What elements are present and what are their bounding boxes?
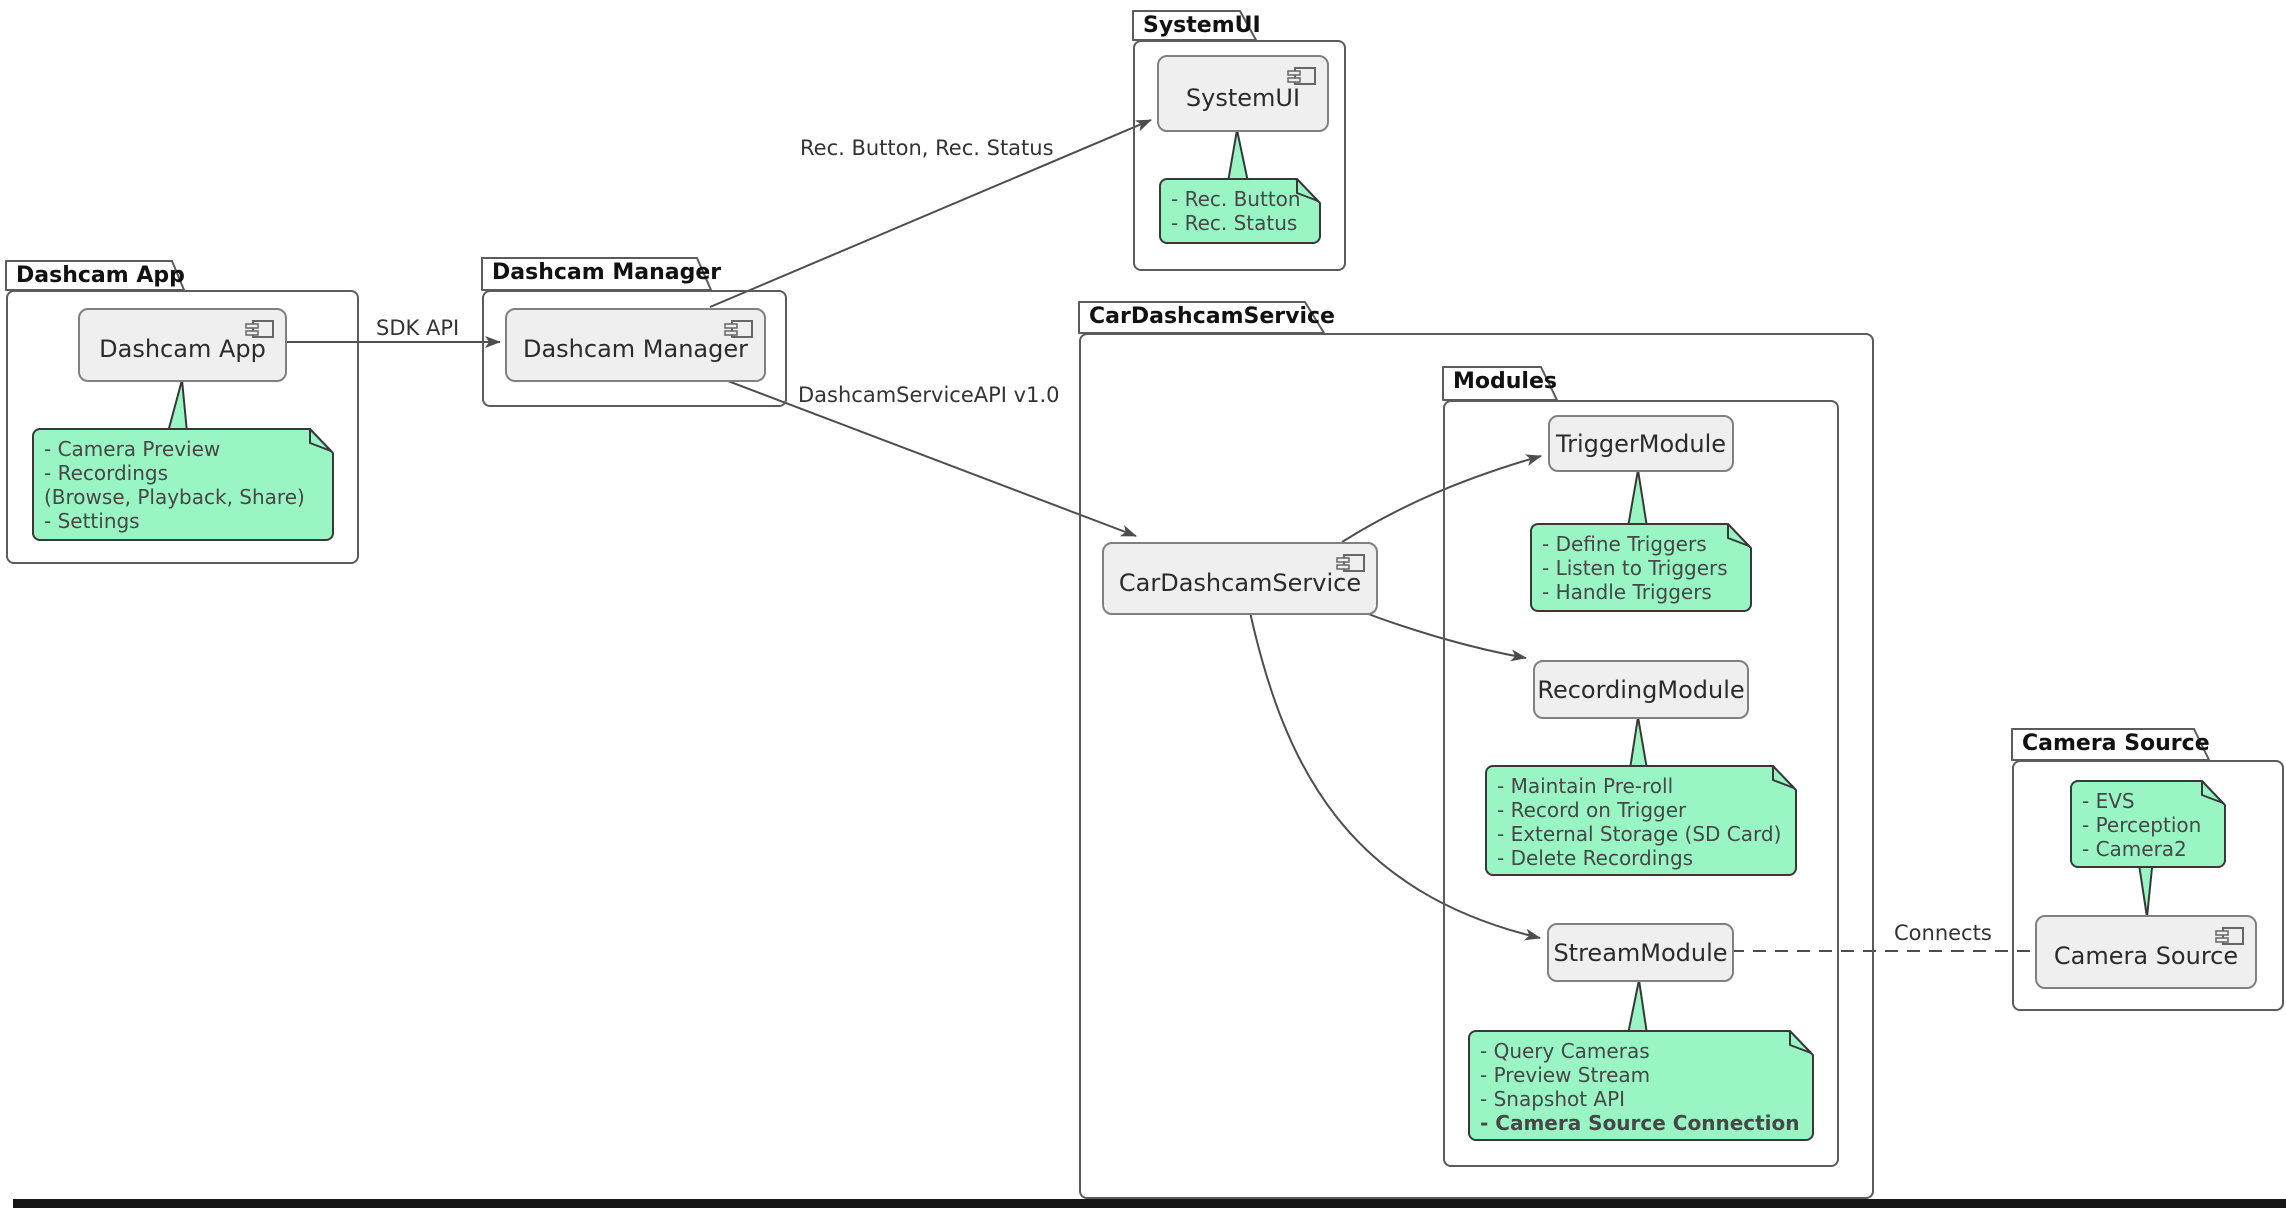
edge-label-connects: Connects xyxy=(1894,921,1992,945)
component-icon xyxy=(1287,66,1317,94)
component-label: RecordingModule xyxy=(1537,675,1745,704)
edge-service-to-trigger xyxy=(1341,454,1542,543)
component-icon xyxy=(1336,553,1366,581)
component-systemui: SystemUI xyxy=(1157,55,1329,132)
note-camera-source: - EVS - Perception - Camera2 xyxy=(2070,780,2226,868)
note-line: - Define Triggers xyxy=(1542,532,1707,556)
note-line: - Rec. Button xyxy=(1171,187,1301,211)
component-dashcam-manager: Dashcam Manager xyxy=(505,308,766,382)
note-line: - External Storage (SD Card) xyxy=(1497,822,1782,846)
edge-rec-button-status xyxy=(709,119,1152,308)
component-label: Camera Source xyxy=(2053,942,2239,970)
note-line: - Query Cameras xyxy=(1480,1039,1650,1063)
bottom-bar xyxy=(13,1199,2286,1208)
note-line: - Camera2 xyxy=(2082,837,2187,861)
note-line: - Record on Trigger xyxy=(1497,798,1687,822)
note-line: (Browse, Playback, Share) xyxy=(44,485,305,509)
package-title-dashcam-app: Dashcam App xyxy=(16,263,185,288)
note-line: - Handle Triggers xyxy=(1542,580,1712,604)
edge-label-rec-button-status: Rec. Button, Rec. Status xyxy=(800,136,1054,160)
component-icon xyxy=(245,319,275,347)
edge-label-dashcam-service-api: DashcamServiceAPI v1.0 xyxy=(798,383,1060,407)
package-title-camera-source: Camera Source xyxy=(2022,731,2210,756)
edge-service-to-recording xyxy=(1362,611,1527,662)
note-line: - Snapshot API xyxy=(1480,1087,1626,1111)
note-systemui: - Rec. Button - Rec. Status xyxy=(1159,178,1321,244)
note-line-bold: - Camera Source Connection xyxy=(1480,1111,1800,1135)
component-label: CarDashcamService xyxy=(1118,568,1362,597)
component-trigger-module: TriggerModule xyxy=(1548,415,1734,472)
edge-service-to-stream xyxy=(1249,611,1541,941)
component-icon xyxy=(724,319,754,347)
package-systemui xyxy=(1133,40,1346,271)
note-line: - Maintain Pre-roll xyxy=(1497,774,1674,798)
component-label: SystemUI xyxy=(1185,83,1301,112)
component-label: StreamModule xyxy=(1553,938,1728,967)
component-cardashcamservice: CarDashcamService xyxy=(1102,542,1378,615)
package-camera-source xyxy=(2012,760,2284,1011)
package-cardashcamservice xyxy=(1079,333,1874,1199)
package-title-cardashcamservice: CarDashcamService xyxy=(1089,304,1335,329)
note-fold-icon xyxy=(307,428,334,460)
component-label: TriggerModule xyxy=(1555,429,1727,458)
component-dashcam-app: Dashcam App xyxy=(78,308,287,382)
note-line: - Delete Recordings xyxy=(1497,846,1694,870)
note-fold-icon xyxy=(1294,178,1321,210)
component-label: Dashcam Manager xyxy=(522,335,748,363)
component-label: Dashcam App xyxy=(99,335,266,363)
component-stream-module: StreamModule xyxy=(1547,923,1734,982)
note-fold-icon xyxy=(1725,523,1752,555)
package-dashcam-app xyxy=(6,290,359,564)
component-camera-source: Camera Source xyxy=(2035,915,2257,989)
note-line: - Settings xyxy=(44,509,140,533)
edge-dashcam-service-api xyxy=(719,377,1137,537)
note-line: - Perception xyxy=(2082,813,2202,837)
note-stream-module: - Query Cameras - Preview Stream - Snaps… xyxy=(1468,1030,1814,1141)
package-modules xyxy=(1443,400,1839,1167)
note-fold-icon xyxy=(1787,1030,1814,1062)
component-icon xyxy=(2215,926,2245,954)
note-line: - Rec. Status xyxy=(1171,211,1298,235)
note-fold-icon xyxy=(2199,780,2226,812)
note-dashcam-app: - Camera Preview - Recordings (Browse, P… xyxy=(32,428,334,541)
note-line: - EVS xyxy=(2082,789,2135,813)
edge-label-sdk-api: SDK API xyxy=(376,316,460,340)
note-line: - Listen to Triggers xyxy=(1542,556,1728,580)
note-line: - Recordings xyxy=(44,461,169,485)
note-line: - Camera Preview xyxy=(44,437,221,461)
package-title-systemui: SystemUI xyxy=(1143,13,1261,38)
note-fold-icon xyxy=(1770,765,1797,797)
package-title-modules: Modules xyxy=(1453,369,1557,394)
note-trigger-module: - Define Triggers - Listen to Triggers -… xyxy=(1530,523,1752,612)
note-line: - Preview Stream xyxy=(1480,1063,1651,1087)
note-recording-module: - Maintain Pre-roll - Record on Trigger … xyxy=(1485,765,1797,876)
package-dashcam-manager xyxy=(482,290,787,407)
package-title-dashcam-manager: Dashcam Manager xyxy=(492,260,722,285)
component-recording-module: RecordingModule xyxy=(1533,660,1749,719)
